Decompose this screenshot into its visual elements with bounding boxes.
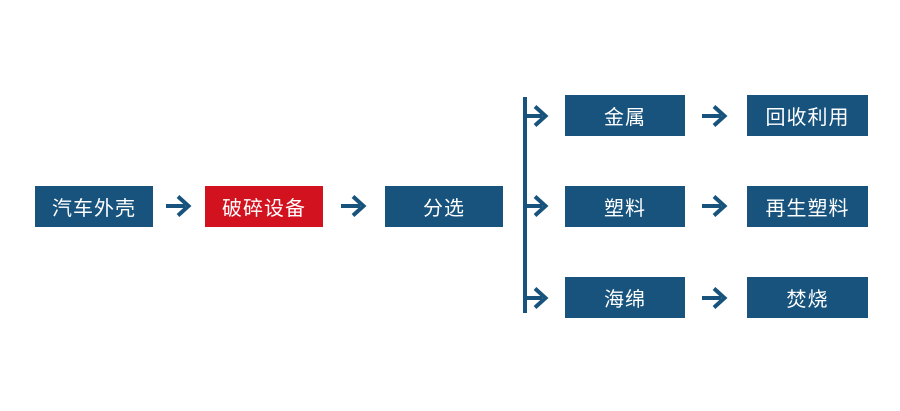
branch-arrow-icon [524, 287, 549, 309]
node-recycled-plastic: 再生塑料 [747, 186, 868, 227]
right-arrow-icon [166, 195, 192, 217]
right-arrow-icon [702, 287, 728, 309]
right-arrow-icon [702, 195, 728, 217]
node-metal: 金属 [565, 95, 685, 136]
node-incineration: 焚烧 [747, 277, 868, 318]
node-car-shell: 汽车外壳 [35, 186, 153, 227]
right-arrow-icon [341, 195, 367, 217]
node-sponge: 海绵 [565, 277, 685, 318]
branch-arrow-icon [524, 195, 549, 217]
branch-arrow-icon [524, 105, 549, 127]
node-sorting: 分选 [385, 186, 503, 227]
node-crushing-equipment: 破碎设备 [205, 186, 323, 227]
right-arrow-icon [702, 105, 728, 127]
node-plastic: 塑料 [565, 186, 685, 227]
node-recycling: 回收利用 [747, 95, 868, 136]
